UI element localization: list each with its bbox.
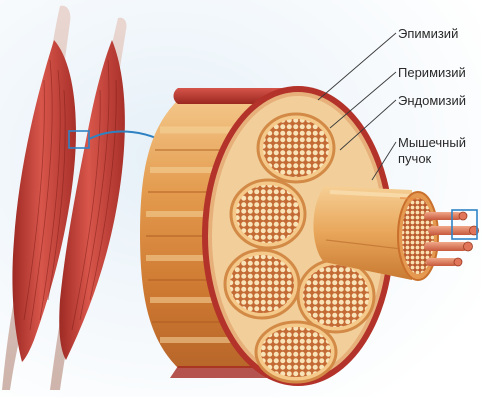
- fascicle-middle-left: [225, 250, 299, 318]
- fascicle-top: [258, 114, 334, 182]
- endomysium-label: Эндомизий: [398, 94, 466, 108]
- perimysium-label: Перимизий: [398, 66, 466, 80]
- fascicle-middle-right: [298, 260, 374, 332]
- fascicle-bottom: [256, 322, 336, 382]
- fascicle-upper-left: [231, 180, 305, 248]
- muscle-bundle-label-line2: пучок: [398, 152, 431, 166]
- muscle-bundle-label-line1: Мышечный: [398, 136, 466, 150]
- epimysium-label: Эпимизий: [398, 27, 458, 41]
